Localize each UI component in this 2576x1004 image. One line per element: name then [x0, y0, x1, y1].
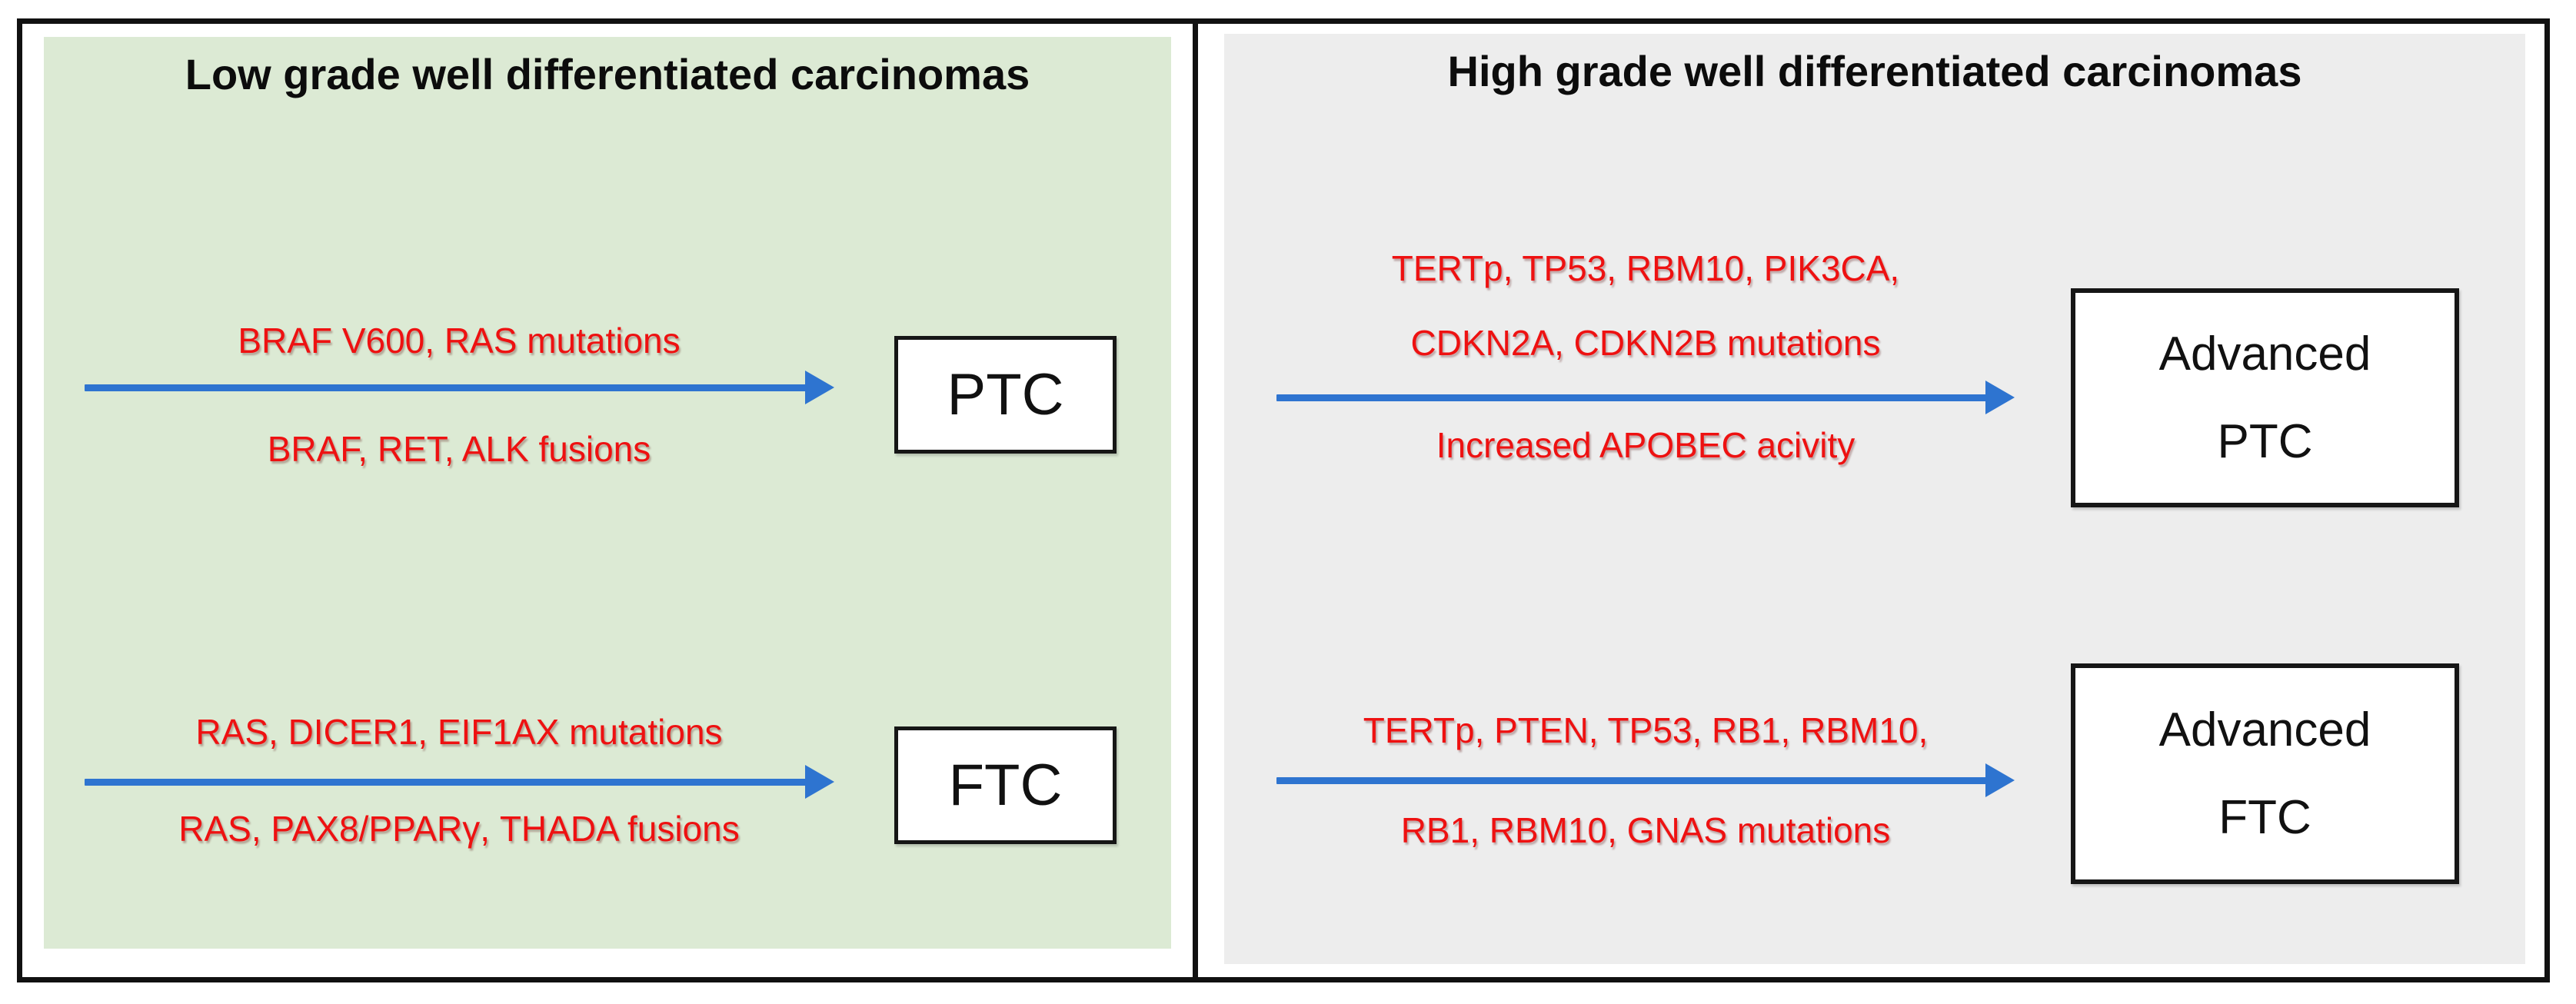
advanced-ptc-mutations-label-line2: CDKN2A, CDKN2B mutations [1410, 323, 1881, 363]
advanced-ftc-box: Advanced FTC [2071, 663, 2459, 884]
advanced-ptc-box-label-line1: Advanced [2158, 327, 2371, 381]
panel-divider [1193, 18, 1198, 982]
arrow-line [85, 779, 810, 786]
ftc-box-label: FTC [948, 752, 1063, 818]
panel-high-grade: High grade well differentiated carcinoma… [1224, 34, 2525, 964]
panel-high-grade-title: High grade well differentiated carcinoma… [1447, 47, 2302, 95]
advanced-ftc-mutations-label-line1: TERTp, PTEN, TP53, RB1, RBM10, [1363, 710, 1929, 750]
advanced-ptc-box: Advanced PTC [2071, 288, 2459, 507]
arrow-right-icon [1276, 381, 2015, 414]
arrow-right-icon [1276, 763, 2015, 797]
arrow-head-icon [1985, 763, 2015, 797]
arrow-head-icon [805, 765, 834, 799]
arrow-head-icon [1985, 381, 2015, 414]
panel-low-grade: Low grade well differentiated carcinomas… [44, 37, 1171, 949]
ftc-box: FTC [894, 726, 1117, 844]
advanced-ptc-apobec-label: Increased APOBEC acivity [1436, 425, 1855, 465]
arrow-head-icon [805, 371, 834, 404]
advanced-ftc-box-label-line2: FTC [2218, 790, 2311, 844]
panel-low-grade-title: Low grade well differentiated carcinomas [185, 50, 1030, 98]
advanced-ftc-box-label-line1: Advanced [2158, 703, 2371, 756]
arrow-right-icon [85, 371, 834, 404]
ptc-fusions-label: BRAF, RET, ALK fusions [267, 429, 651, 469]
advanced-ftc-mutations-label-line2: RB1, RBM10, GNAS mutations [1400, 810, 1891, 850]
advanced-ptc-mutations-label-line1: TERTp, TP53, RBM10, PIK3CA, [1391, 248, 1900, 288]
ptc-box: PTC [894, 336, 1117, 454]
advanced-ptc-box-label-line2: PTC [2217, 414, 2313, 468]
ftc-mutations-label: RAS, DICER1, EIF1AX mutations [195, 712, 723, 752]
arrow-right-icon [85, 765, 834, 799]
figure-border [17, 18, 2550, 982]
ptc-mutations-label: BRAF V600, RAS mutations [238, 321, 681, 361]
ptc-box-label: PTC [947, 361, 1064, 427]
ftc-fusions-label: RAS, PAX8/PPARγ, THADA fusions [178, 809, 740, 849]
arrow-line [1276, 777, 1990, 784]
arrow-line [1276, 394, 1990, 401]
arrow-line [85, 384, 810, 391]
